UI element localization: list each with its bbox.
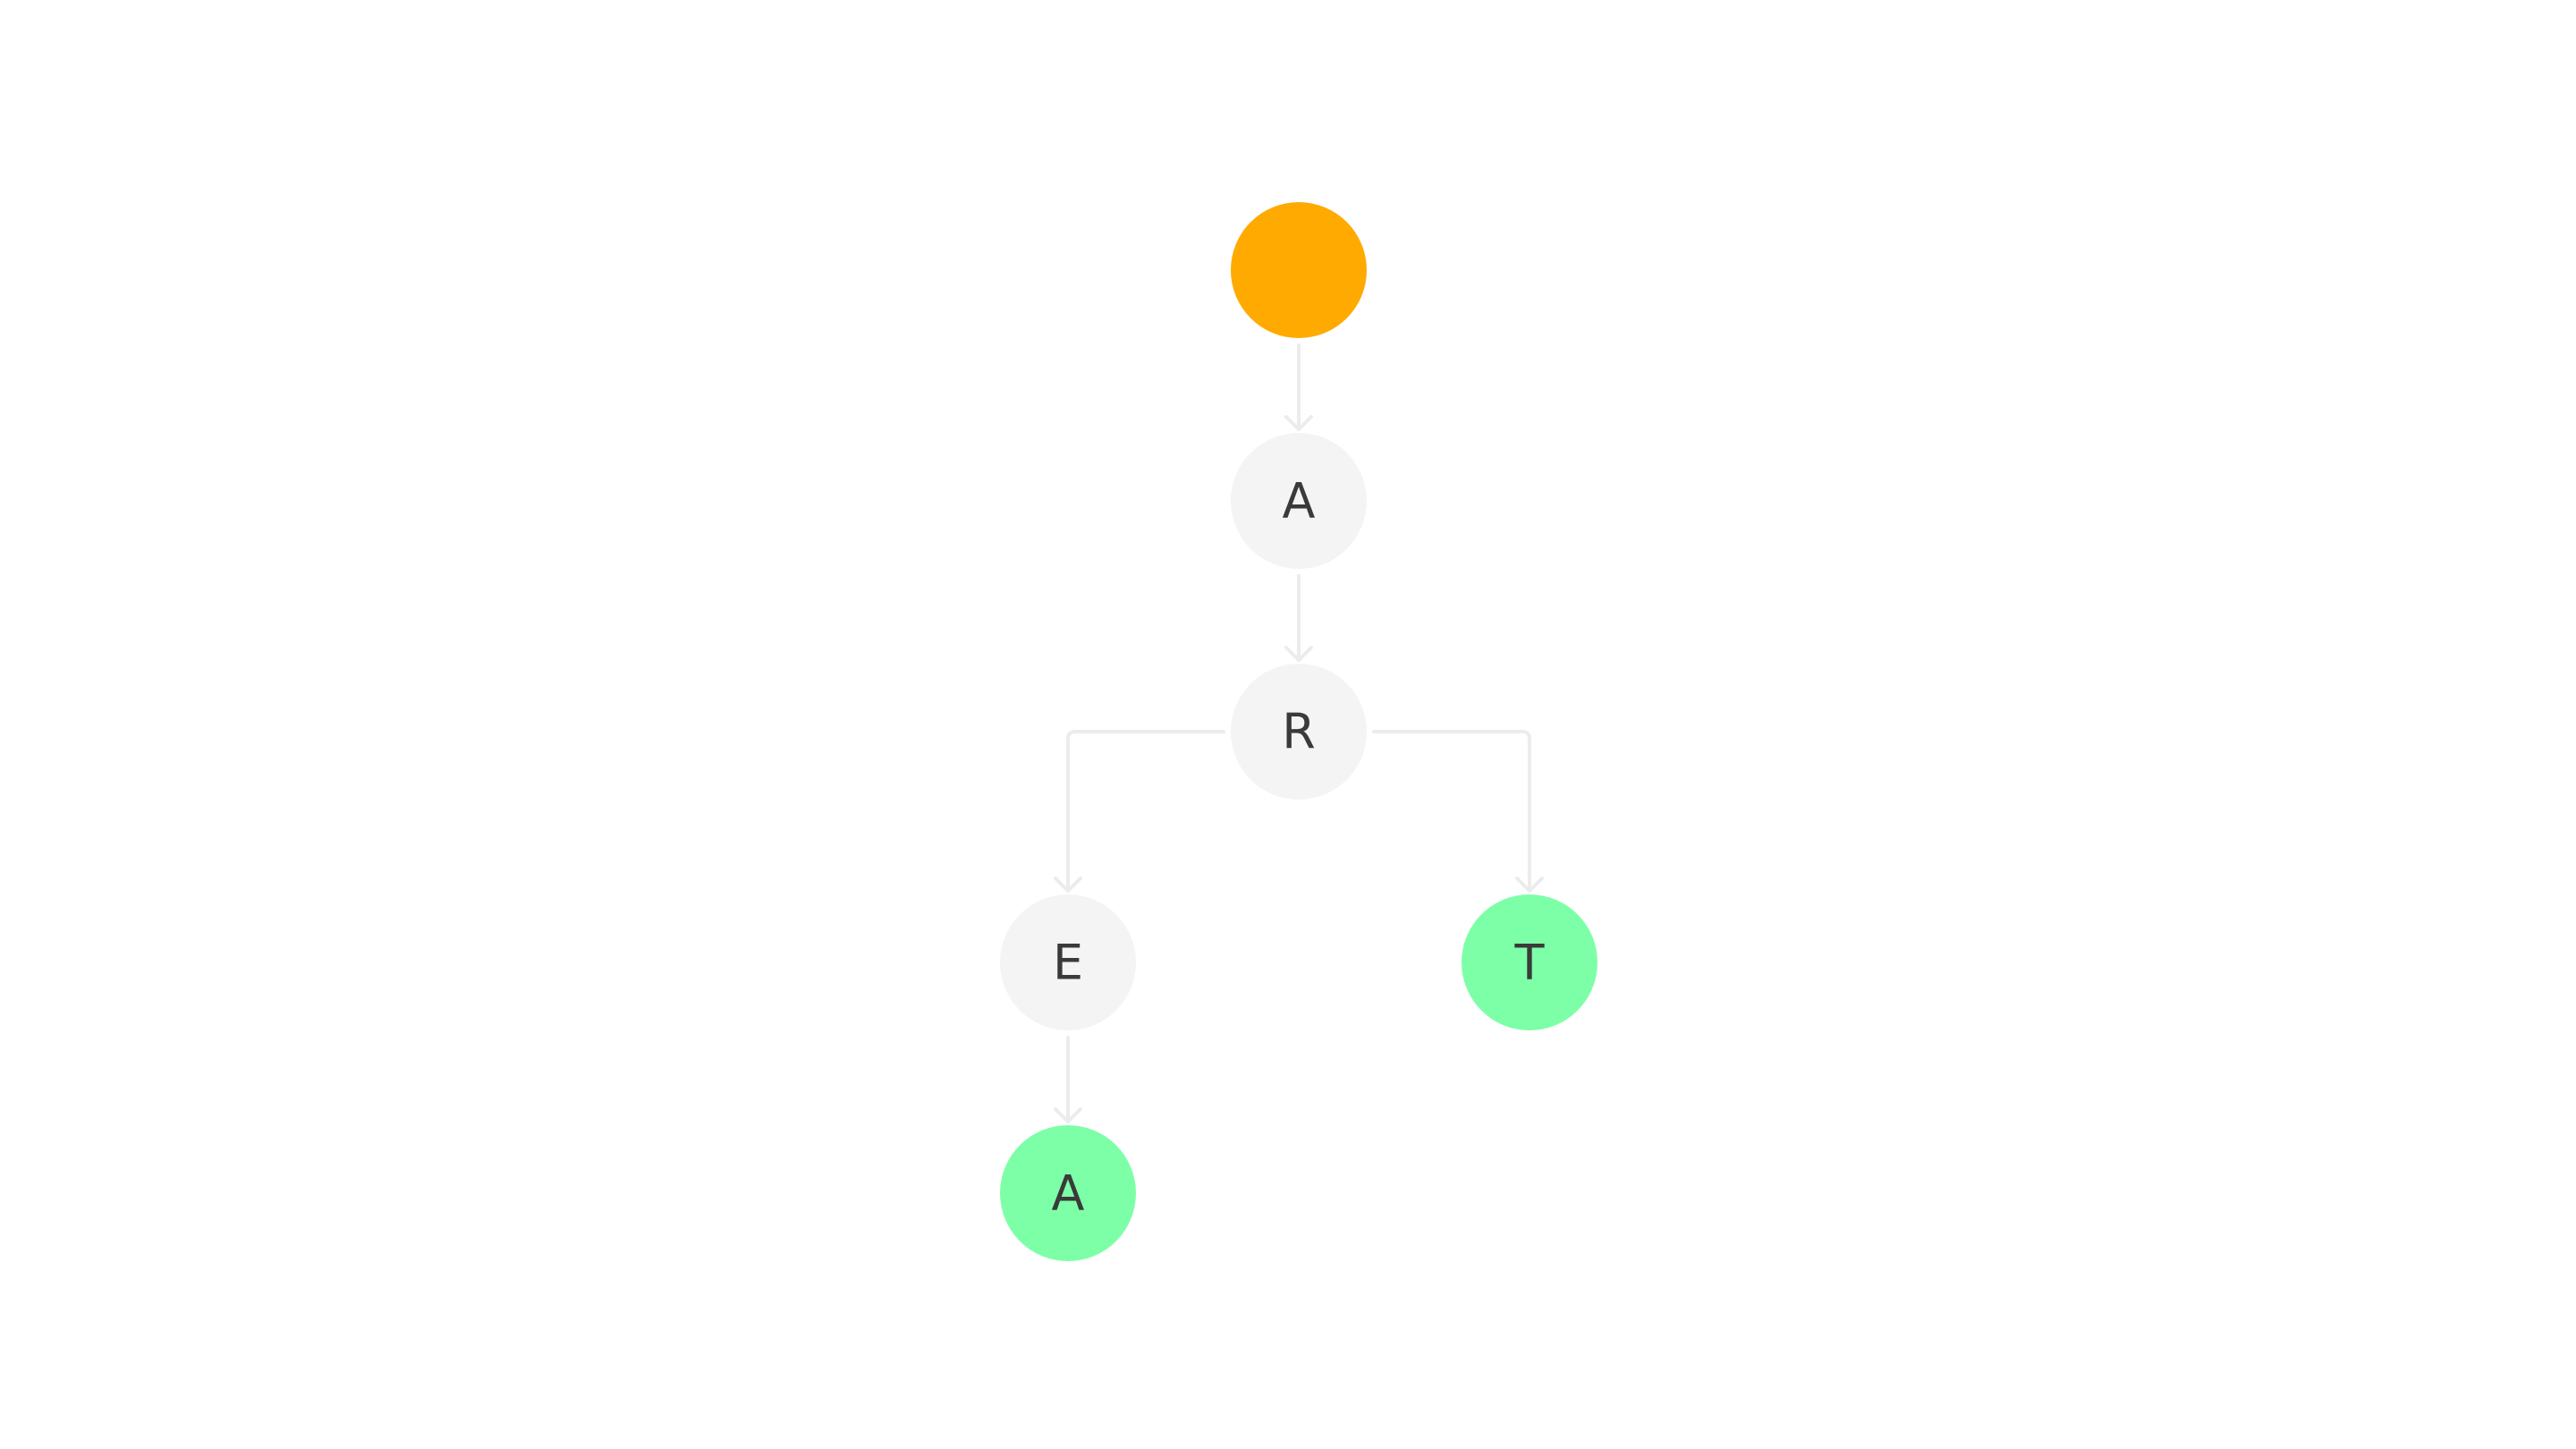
edge-r-to-e [1066, 730, 1225, 893]
arrowhead-e-to-a2 [1054, 1107, 1082, 1123]
node-a2-label: A [1052, 1165, 1085, 1222]
arrowhead-a1-to-r [1284, 646, 1313, 662]
edges-layer [1054, 343, 1544, 1123]
edge-r-to-t [1372, 730, 1531, 893]
nodes-layer: A R E T A [1000, 202, 1597, 1261]
node-r-label: R [1282, 704, 1316, 760]
node-root[interactable] [1231, 202, 1367, 338]
node-e[interactable]: E [1000, 894, 1136, 1030]
node-a1-label: A [1283, 473, 1316, 530]
node-a2-circle [1000, 1125, 1136, 1261]
node-t-circle [1462, 894, 1597, 1030]
node-t-label: T [1514, 935, 1546, 991]
arrowhead-r-to-e [1054, 877, 1082, 893]
node-a1-circle [1231, 433, 1367, 569]
node-e-circle [1000, 894, 1136, 1030]
arrowhead-r-to-t [1515, 877, 1544, 893]
node-a2[interactable]: A [1000, 1125, 1136, 1261]
node-r-circle [1231, 664, 1367, 800]
node-r[interactable]: R [1231, 664, 1367, 800]
node-root-circle [1231, 202, 1367, 338]
node-e-label: E [1053, 935, 1083, 991]
arrowhead-root-to-a1 [1284, 415, 1313, 431]
node-t[interactable]: T [1462, 894, 1597, 1030]
node-a1[interactable]: A [1231, 433, 1367, 569]
